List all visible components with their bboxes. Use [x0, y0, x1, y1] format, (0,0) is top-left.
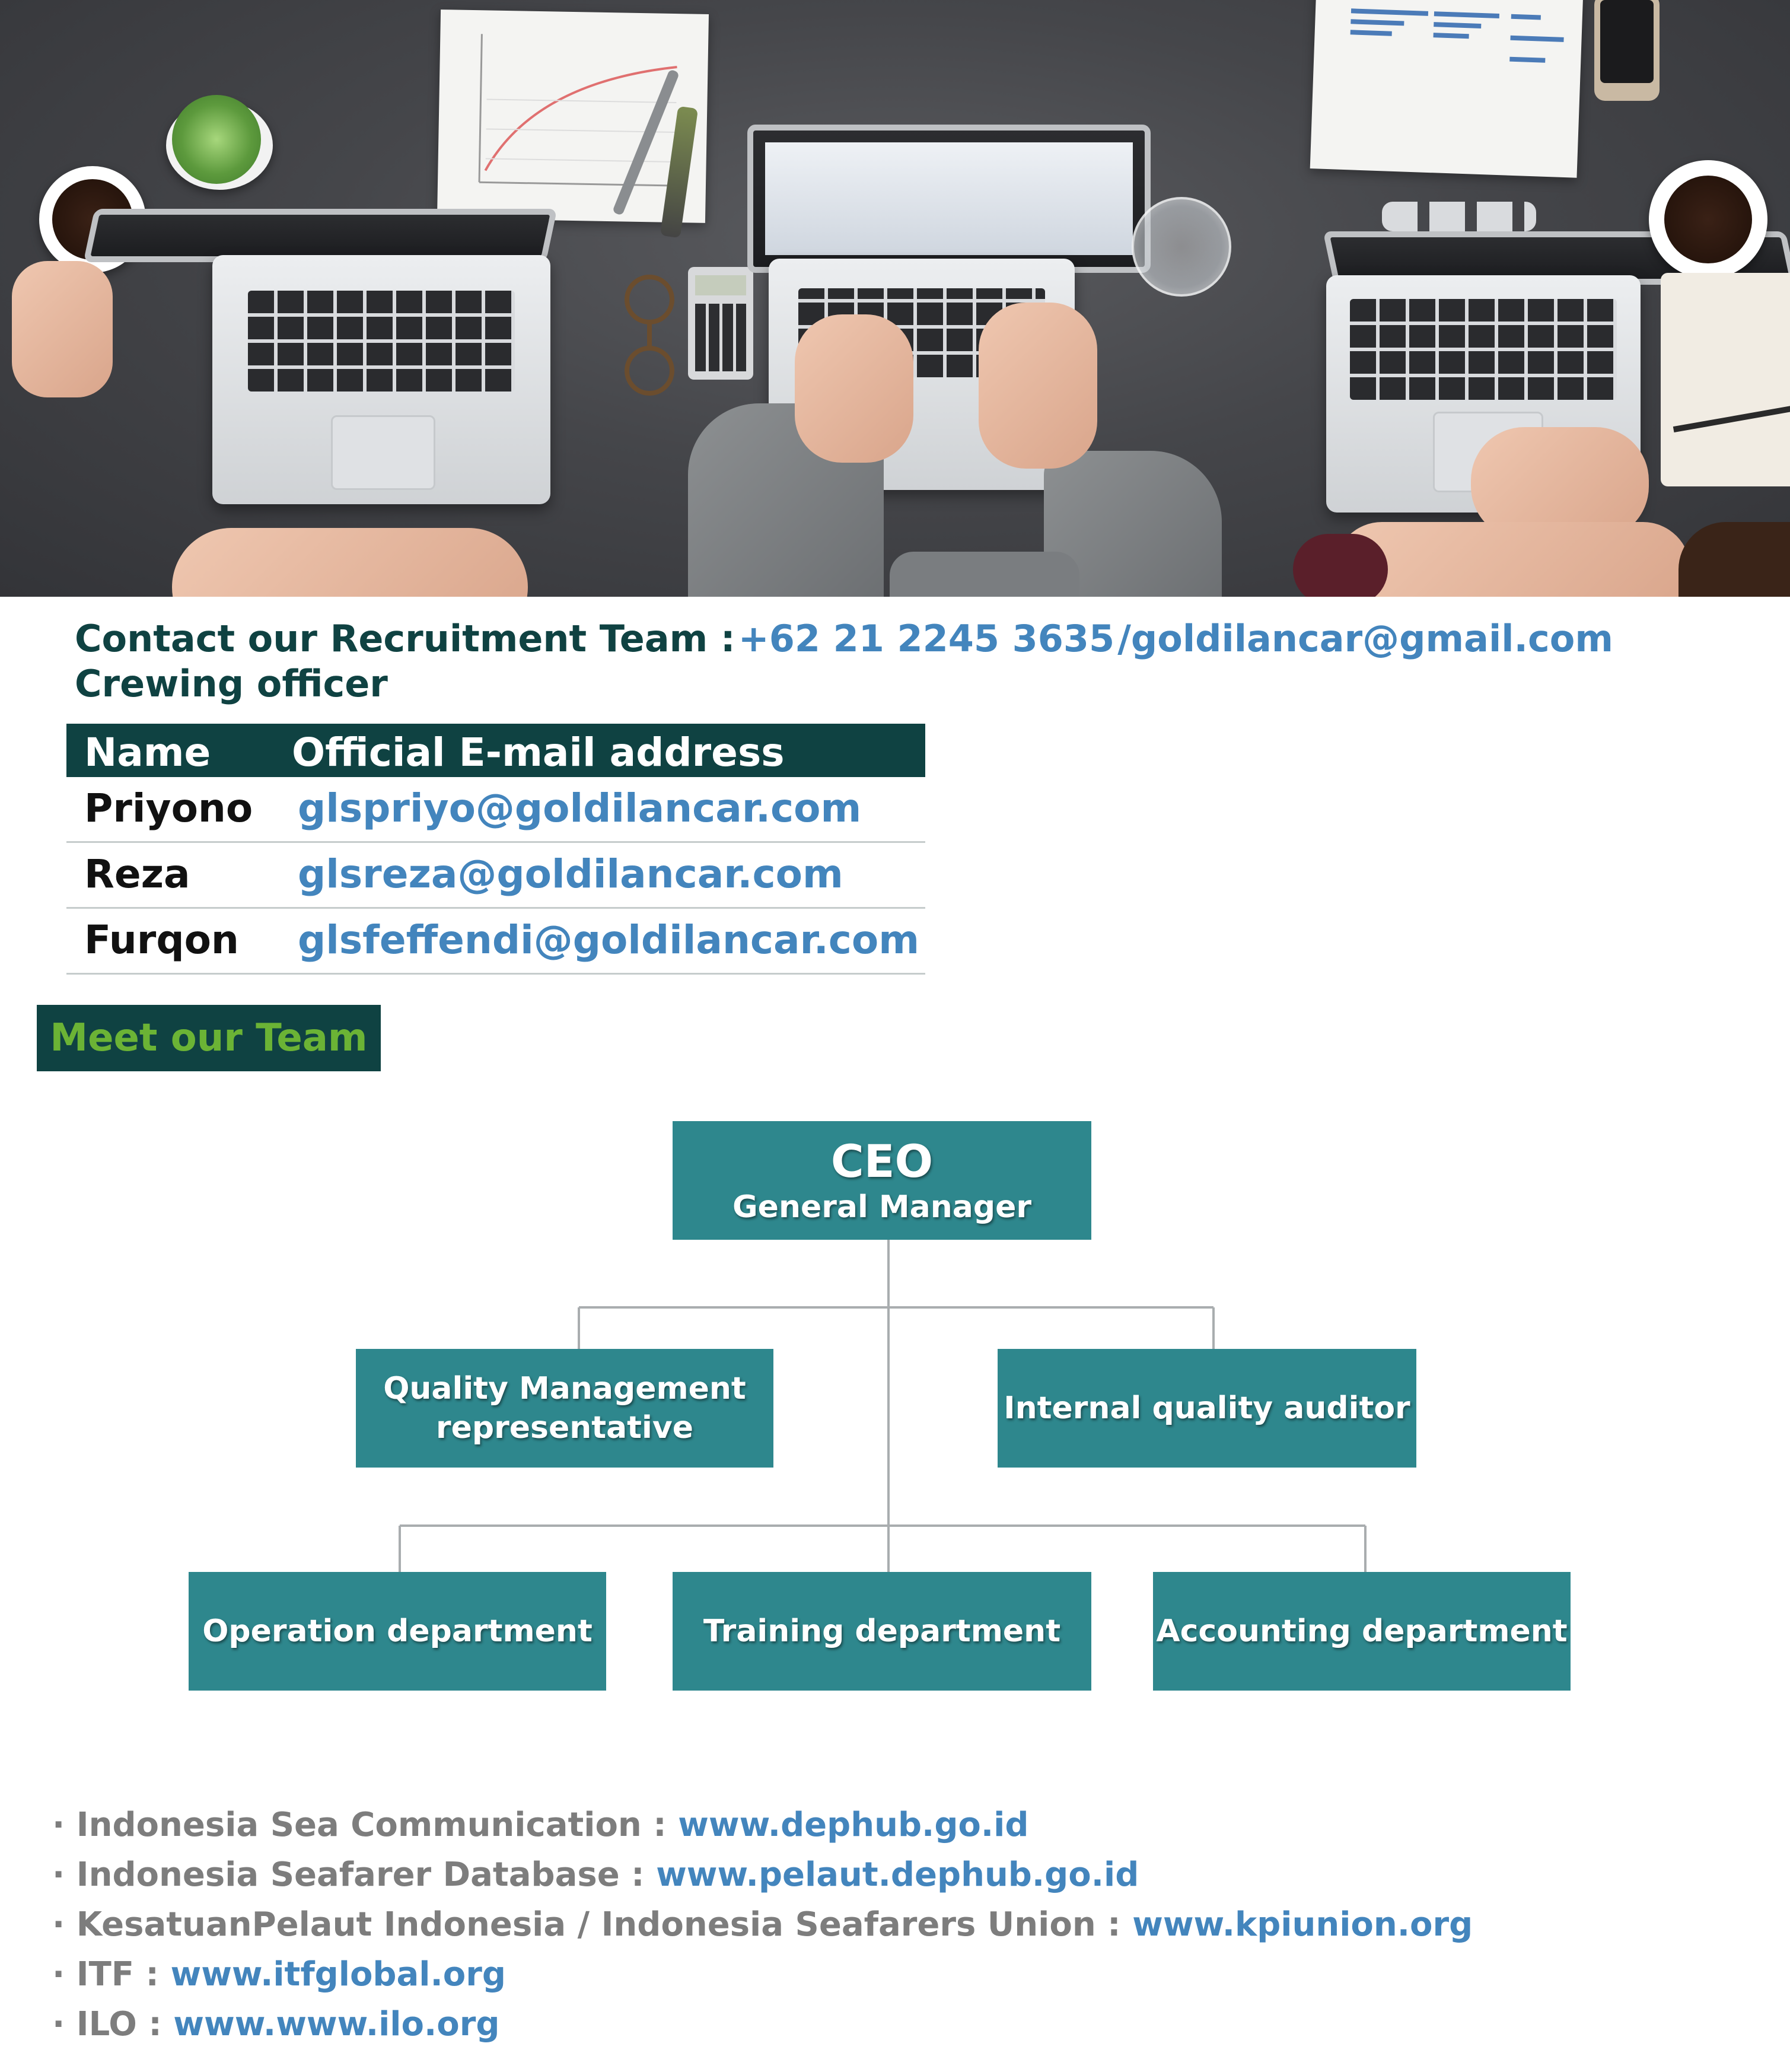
crew-table-header: Name Official E-mail address	[66, 724, 925, 777]
org-node-accounting: Accounting department	[1153, 1572, 1571, 1691]
glasses-icon	[625, 275, 674, 396]
link-url[interactable]: www.kpiunion.org	[1132, 1905, 1473, 1944]
phone	[1594, 0, 1660, 101]
link-label: · KesatuanPelaut Indonesia / Indonesia S…	[52, 1905, 1133, 1944]
org-node-label: Quality Management representative	[383, 1371, 746, 1446]
link-label: · ILO :	[52, 2005, 174, 2044]
table-row: Priyono glspriyo@goldilancar.com	[66, 777, 925, 843]
link-label: · ITF :	[52, 1955, 171, 1994]
link-itf: · ITF : www.itfglobal.org	[52, 1955, 506, 1994]
crew-email-link[interactable]: glspriyo@goldilancar.com	[298, 785, 862, 831]
org-node-operation: Operation department	[189, 1572, 606, 1691]
org-node-label: Training department	[703, 1613, 1061, 1649]
right-person-hair	[1678, 522, 1790, 597]
org-chart: CEO General Manager Quality Management r…	[0, 1103, 1790, 1708]
right-hand	[1471, 427, 1649, 540]
right-person-sleeve	[1293, 534, 1388, 597]
succulent	[172, 95, 261, 184]
ceo-subtitle: General Manager	[732, 1189, 1031, 1225]
notebook	[1661, 273, 1790, 486]
left-hand	[12, 261, 113, 397]
recruitment-phone[interactable]: +62 21 2245 3635	[738, 617, 1115, 660]
laptop-center-screen	[747, 125, 1151, 273]
recruitment-email[interactable]: /goldilancar@gmail.com	[1117, 617, 1613, 660]
org-node-internal-auditor: Internal quality auditor	[998, 1349, 1416, 1468]
org-node-training: Training department	[673, 1572, 1091, 1691]
crew-table: Name Official E-mail address Priyono gls…	[66, 724, 925, 975]
right-arm	[1334, 522, 1690, 597]
center-hand-right	[979, 303, 1097, 469]
crew-email-link[interactable]: glsfeffendi@goldilancar.com	[298, 917, 920, 963]
link-url[interactable]: www.itfglobal.org	[170, 1955, 506, 1994]
link-url[interactable]: www.dephub.go.id	[678, 1806, 1029, 1844]
report-paper	[1310, 0, 1584, 178]
bottom-left-arm	[172, 528, 528, 597]
hero-photo	[0, 0, 1790, 597]
calculator	[688, 267, 753, 380]
link-label: · Indonesia Sea Communication :	[52, 1806, 679, 1844]
table-row: Reza glsreza@goldilancar.com	[66, 843, 925, 909]
link-dephub: · Indonesia Sea Communication : www.deph…	[52, 1806, 1028, 1844]
org-node-label: Accounting department	[1156, 1613, 1568, 1649]
link-url[interactable]: www.pelaut.dephub.go.id	[656, 1855, 1139, 1894]
crew-email-link[interactable]: glsreza@goldilancar.com	[298, 851, 843, 897]
ceo-title: CEO	[830, 1135, 934, 1188]
column-header-name: Name	[84, 730, 211, 775]
laptop-left-screen	[83, 209, 558, 262]
column-header-email: Official E-mail address	[292, 730, 785, 775]
org-node-label: Operation department	[202, 1613, 593, 1649]
crew-name: Furqon	[84, 917, 239, 963]
link-label: · Indonesia Seafarer Database :	[52, 1855, 657, 1894]
recruitment-label: Contact our Recruitment Team :	[75, 617, 735, 660]
org-node-ceo: CEO General Manager	[673, 1121, 1091, 1240]
contact-line: Contact our Recruitment Team : +62 21 22…	[75, 617, 1613, 660]
crew-name: Priyono	[84, 785, 253, 831]
paper-chart-icon	[478, 34, 687, 187]
laptop-left	[212, 255, 550, 504]
org-chart-connectors	[399, 1240, 1367, 1572]
link-pelaut: · Indonesia Seafarer Database : www.pela…	[52, 1855, 1139, 1894]
table-row: Furqon glsfeffendi@goldilancar.com	[66, 909, 925, 975]
coffee-mug-right	[1649, 160, 1767, 279]
paper-clips	[1382, 202, 1536, 231]
water-glass	[1132, 197, 1231, 297]
meet-our-team-heading: Meet our Team	[37, 1005, 381, 1071]
link-ilo: · ILO : www.www.ilo.org	[52, 2005, 499, 2044]
org-node-quality-management: Quality Management representative	[356, 1349, 773, 1468]
link-kpiunion: · KesatuanPelaut Indonesia / Indonesia S…	[52, 1905, 1473, 1944]
center-hand-left	[795, 314, 913, 463]
center-person-body	[890, 552, 1079, 597]
org-node-label: Internal quality auditor	[1004, 1390, 1410, 1426]
crew-name: Reza	[84, 851, 190, 897]
link-url[interactable]: www.www.ilo.org	[173, 2005, 500, 2044]
chart-paper	[437, 9, 709, 223]
crewing-officer-title: Crewing officer	[75, 662, 388, 705]
